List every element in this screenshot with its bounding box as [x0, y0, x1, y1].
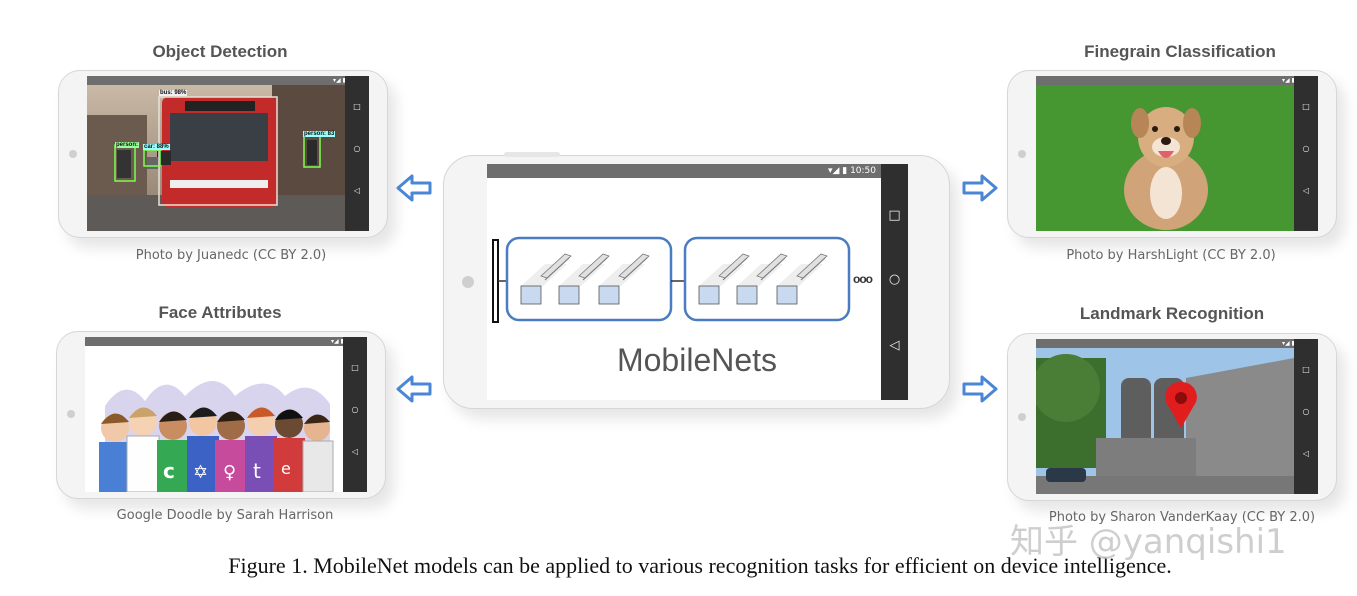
- depthwise-filter-cube: [736, 253, 788, 305]
- status-bar: ▾◢ ▮ 10:50: [85, 337, 367, 346]
- phone-speaker: [1018, 413, 1026, 421]
- android-nav-bar: □ ○ ◁: [1294, 76, 1318, 231]
- svg-text:♀: ♀: [223, 462, 236, 483]
- phone-speaker: [67, 410, 75, 418]
- back-icon: ◁: [1302, 449, 1310, 458]
- android-nav-bar: □ ○ ◁: [881, 164, 908, 400]
- landmark-phone: ▾◢ ▮ 10:50 □ ○ ◁: [1007, 333, 1337, 501]
- conv-block-1: [505, 236, 673, 322]
- arrow-left-icon: [396, 174, 432, 202]
- arrow-right-icon: [962, 174, 998, 202]
- dog-on-grass-photo: [1036, 85, 1294, 231]
- home-icon: ○: [1302, 144, 1310, 153]
- depthwise-filter-cube: [698, 253, 750, 305]
- finegrain-credit: Photo by HarshLight (CC BY 2.0): [1066, 248, 1276, 263]
- landmark-recognition-title: Landmark Recognition: [1079, 304, 1265, 323]
- bus-detection-label: bus: 98%: [159, 90, 188, 96]
- street-bus-photo: [87, 85, 345, 231]
- figure-caption: Figure 1. MobileNet models can be applie…: [228, 553, 1172, 578]
- finegrain-classification-title: Finegrain Classification: [1084, 42, 1276, 61]
- back-icon: ◁: [353, 186, 361, 195]
- mobilenets-phone: ▾◢ ▮ 10:50: [443, 152, 950, 409]
- recent-apps-icon: □: [1302, 365, 1310, 374]
- back-icon: ◁: [1302, 186, 1310, 195]
- back-icon: ◁: [351, 447, 359, 456]
- svg-text:c: c: [163, 459, 175, 483]
- phone-speaker: [69, 150, 77, 158]
- back-icon: ◁: [889, 338, 900, 353]
- finegrain-screen: ▾◢ ▮ 10:50 □ ○ ◁: [1036, 76, 1318, 231]
- recent-apps-icon: □: [353, 102, 361, 111]
- landmark-screen: ▾◢ ▮ 10:50 □ ○ ◁: [1036, 339, 1318, 494]
- android-nav-bar: □ ○ ◁: [345, 76, 369, 231]
- status-bar: ▾◢ ▮ 10:50: [1036, 339, 1318, 348]
- svg-text:t: t: [253, 459, 261, 483]
- recent-apps-icon: □: [1302, 102, 1310, 111]
- person-detection-label-right: person: 83: [303, 131, 336, 137]
- depthwise-filter-cube: [558, 253, 610, 305]
- object-detection-phone: ▾◢ ▮ 10:50 bus: 98% car: 88% person: pe: [58, 70, 388, 238]
- face-attributes-title: Face Attributes: [158, 303, 282, 322]
- home-icon: ○: [351, 405, 359, 414]
- car-detection-label: car: 88%: [143, 144, 170, 150]
- object-detection-title: Object Detection: [152, 42, 288, 61]
- finegrain-phone: ▾◢ ▮ 10:50 □ ○ ◁: [1007, 70, 1337, 238]
- home-icon: ○: [1302, 407, 1310, 416]
- depthwise-filter-cube: [776, 253, 828, 305]
- network-architecture-diagram: [492, 236, 851, 323]
- mobilenets-screen: ▾◢ ▮ 10:50: [487, 164, 908, 400]
- conv-block-2: [683, 236, 851, 322]
- phone-top-tab: [504, 152, 560, 157]
- object-detection-screen: ▾◢ ▮ 10:50 bus: 98% car: 88% person: pe: [87, 76, 369, 231]
- face-attributes-credit: Google Doodle by Sarah Harrison: [116, 508, 334, 523]
- zhihu-watermark: 知乎 @yanqishi1: [1010, 522, 1287, 562]
- recent-apps-icon: □: [888, 208, 901, 223]
- home-icon: ○: [888, 272, 901, 287]
- phone-speaker: [462, 276, 474, 288]
- depthwise-filter-cube: [520, 253, 572, 305]
- status-bar: ▾◢ ▮ 10:50: [1036, 76, 1318, 85]
- home-icon: ○: [353, 144, 361, 153]
- svg-text:e: e: [281, 459, 291, 478]
- arrow-left-icon: [396, 375, 432, 403]
- object-detection-credit: Photo by Juanedc (CC BY 2.0): [135, 248, 327, 263]
- mobilenets-label: MobileNets: [616, 342, 778, 378]
- depthwise-filter-cube: [598, 253, 650, 305]
- status-time: 10:50: [850, 166, 876, 176]
- android-nav-bar: □ ○ ◁: [1294, 339, 1318, 494]
- person-detection-label-left: person:: [115, 142, 140, 148]
- face-attributes-phone: ▾◢ ▮ 10:50 c ✡ ♀ t e □ ○ ◁: [56, 331, 386, 499]
- android-nav-bar: □ ○ ◁: [343, 337, 367, 492]
- svg-text:✡: ✡: [193, 462, 208, 483]
- status-bar: ▾◢ ▮ 10:50: [487, 164, 908, 178]
- phone-speaker: [1018, 150, 1026, 158]
- recent-apps-icon: □: [351, 363, 359, 372]
- arrow-right-icon: [962, 375, 998, 403]
- status-bar: ▾◢ ▮ 10:50: [87, 76, 369, 85]
- more-layers-ellipsis: ooo: [853, 272, 873, 286]
- google-doodle-illustration: c ✡ ♀ t e: [85, 346, 343, 492]
- binoculars-building-photo: [1036, 348, 1294, 494]
- face-attributes-screen: ▾◢ ▮ 10:50 c ✡ ♀ t e □ ○ ◁: [85, 337, 367, 492]
- landmark-credit: Photo by Sharon VanderKaay (CC BY 2.0): [1048, 510, 1316, 525]
